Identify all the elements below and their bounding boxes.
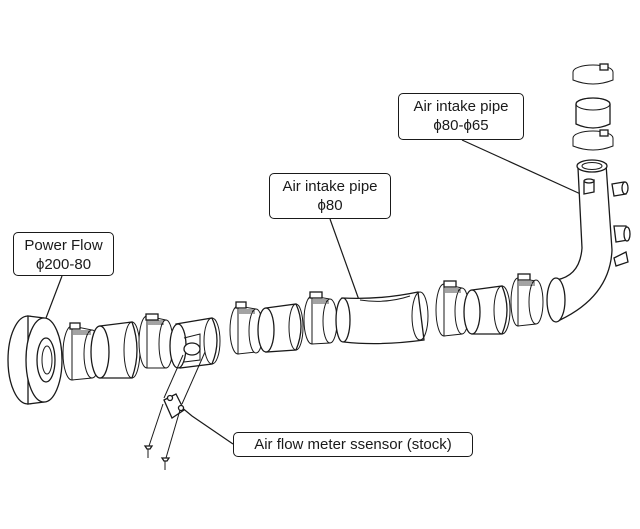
silicone-coupler [463, 285, 511, 335]
clamp-band-hatching [239, 309, 255, 314]
callout-air-flow-meter-sensor: Air flow meter ssensor (stock) [233, 432, 473, 457]
air-intake-pipe-80-65 [546, 159, 631, 323]
clamp-band-hatching [148, 320, 164, 325]
leader-afm [179, 405, 234, 445]
power-flow-name: Power Flow [24, 237, 103, 254]
hose-clamp [138, 313, 174, 369]
callout-air-intake-pipe-80: Air intake pipe ϕ80 [269, 173, 391, 219]
intake-pipe-80-name: Air intake pipe [282, 178, 378, 195]
air-flow-meter-housing [169, 317, 221, 369]
callout-air-intake-pipe-80-65: Air intake pipe ϕ80-ϕ65 [398, 93, 524, 140]
power-flow-size: ϕ200-80 [35, 256, 92, 273]
intake-pipe-80-65-name: Air intake pipe [413, 98, 509, 115]
clamp-band-hatching [519, 281, 535, 286]
clamp-band-hatching [445, 288, 461, 293]
silicone-coupler [90, 321, 141, 379]
top-hose-clamp [572, 63, 614, 85]
hose-clamp [510, 273, 544, 327]
top-silicone-coupler [575, 97, 611, 129]
clamp-band-hatching [73, 330, 91, 335]
air-intake-pipe-80 [335, 291, 429, 345]
intake-pipe-80-65-size: ϕ80-ϕ65 [433, 117, 489, 134]
air-flow-meter-name: Air flow meter ssensor (stock) [254, 436, 452, 453]
leader-intake-80-65 [461, 139, 586, 197]
air-flow-meter-sensor [143, 351, 206, 470]
leader-intake-80 [329, 218, 360, 301]
leader-power-flow [45, 275, 63, 319]
intake-pipe-80-size: ϕ80 [317, 197, 343, 214]
clamp-band-hatching [313, 299, 329, 304]
power-flow-filter [7, 315, 63, 405]
callout-power-flow: Power Flow ϕ200-80 [13, 232, 114, 276]
middle-hose-clamp [572, 129, 614, 151]
silicone-coupler [257, 303, 304, 353]
hose-clamp [303, 291, 338, 345]
